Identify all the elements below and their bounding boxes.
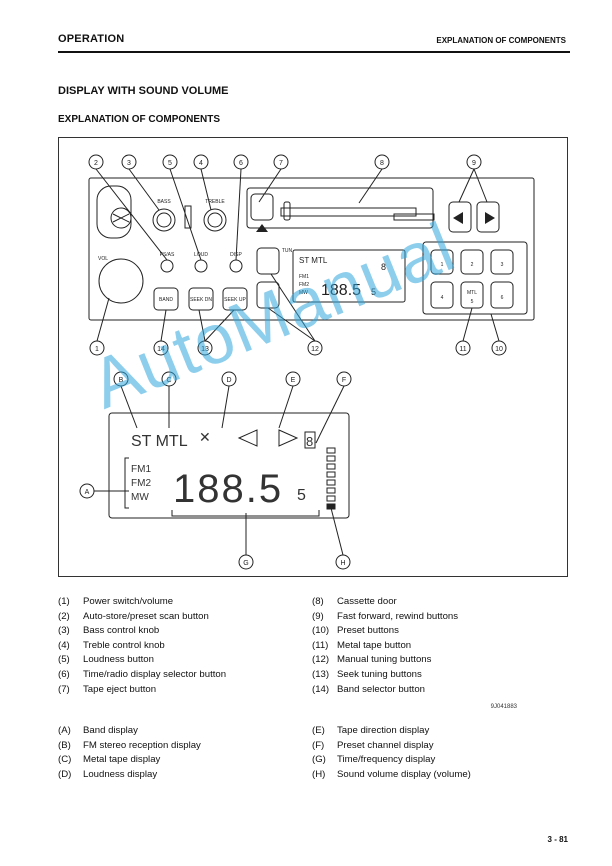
callout-f: F (342, 377, 346, 384)
components-right-list: (8)Cassette door (9)Fast forward, rewind… (312, 595, 458, 697)
callout-h: H (340, 560, 345, 567)
band-label: BAND (159, 297, 173, 303)
list-item: (11)Metal tape button (312, 639, 412, 651)
list-item: (A)Band display (58, 725, 138, 736)
callout-d: D (226, 377, 231, 384)
small-lcd-preset: 8 (381, 262, 386, 272)
callout-a: A (85, 489, 90, 496)
psas-label: PS/AS (160, 252, 175, 258)
list-item: (B)FM stereo reception display (58, 739, 201, 751)
list-item: (13)Seek tuning buttons (312, 668, 422, 680)
list-item: (H)Sound volume display (volume) (312, 768, 471, 780)
loud-label: LOUD (194, 252, 208, 258)
vol-label: VOL (98, 256, 108, 262)
big-lcd-preset: 8 (306, 434, 313, 449)
disp-label: DISP (230, 252, 242, 258)
preset-3: 3 (501, 262, 504, 268)
callout-8: 8 (380, 160, 384, 167)
page-number: 3 - 81 (547, 835, 568, 844)
mtl-label: MTL (467, 290, 477, 296)
small-lcd-stmtl: ST MTL (299, 256, 328, 265)
preset-6: 6 (501, 295, 504, 301)
header-rule (58, 51, 570, 53)
callout-6: 6 (239, 160, 243, 167)
callout-4: 4 (199, 160, 203, 167)
small-lcd-fm2: FM2 (299, 282, 309, 288)
small-lcd-freq-small: 5 (371, 287, 376, 297)
list-item: (C)Metal tape display (58, 754, 161, 766)
list-item: (D)Loudness display (58, 768, 158, 780)
callout-3: 3 (127, 160, 131, 167)
header-chapter: EXPLANATION OF COMPONENTS (436, 36, 566, 45)
list-item: (10)Preset buttons (312, 625, 399, 637)
big-lcd-fm1: FM1 (131, 464, 151, 475)
preset-5: 5 (471, 299, 474, 305)
big-lcd-freq-small: 5 (297, 487, 306, 504)
list-item: (F)Preset channel display (312, 739, 434, 751)
seek-up-label: SEEK UP (224, 297, 246, 303)
displays-right-list: (E)Tape direction display (F)Preset chan… (312, 724, 471, 782)
callout-2: 2 (94, 160, 98, 167)
header-section: OPERATION (58, 33, 125, 45)
treble-label: TREBLE (205, 199, 225, 205)
radio-figure: 2 3 5 4 6 7 8 9 1 14 13 12 11 10 A B C D… (58, 137, 568, 710)
list-item: (3)Bass control knob (58, 625, 160, 637)
list-item: (1)Power switch/volume (58, 596, 174, 607)
list-item: (2)Auto-store/preset scan button (58, 610, 209, 622)
callout-row-top (88, 154, 482, 170)
callout-c: C (166, 377, 171, 384)
list-item: (12)Manual tuning buttons (312, 654, 432, 666)
page-title: DISPLAY WITH SOUND VOLUME (58, 85, 229, 97)
bass-label: BASS (157, 199, 171, 205)
seek-dn-label: SEEK DN (190, 297, 212, 303)
small-lcd-freq: 188.5 (321, 282, 361, 299)
callout-14: 14 (157, 346, 165, 353)
callout-13: 13 (201, 346, 209, 353)
section-subtitle: EXPLANATION OF COMPONENTS (58, 114, 221, 125)
preset-1: 1 (441, 262, 444, 268)
loudness-icon: ✕ (199, 429, 211, 445)
callout-5: 5 (168, 160, 172, 167)
tun-label: TUN (282, 248, 293, 254)
callout-b: B (119, 377, 124, 384)
list-item: (6)Time/radio display selector button (58, 668, 227, 680)
list-item: (E)Tape direction display (312, 725, 430, 736)
callout-1: 1 (95, 346, 99, 353)
small-lcd-fm1: FM1 (299, 274, 309, 280)
small-lcd-mw: MW (299, 290, 308, 296)
callout-12: 12 (311, 346, 319, 353)
callout-e: E (291, 377, 296, 384)
list-item: (4)Treble control knob (58, 639, 165, 651)
big-lcd-mw: MW (131, 492, 149, 503)
callout-7: 7 (279, 160, 283, 167)
big-lcd-fm2: FM2 (131, 478, 151, 489)
list-item: (G)Time/frequency display (312, 754, 436, 766)
big-lcd-stmtl: ST MTL (131, 433, 188, 450)
volume-bars (326, 447, 336, 510)
components-left-list: (1)Power switch/volume (2)Auto-store/pre… (58, 595, 226, 697)
list-item: (9)Fast forward, rewind buttons (312, 610, 459, 622)
callout-g: G (243, 560, 248, 567)
preset-4: 4 (441, 295, 444, 301)
list-item: (5)Loudness button (58, 654, 154, 666)
list-item: (14)Band selector button (312, 683, 426, 695)
list-item: (7)Tape eject button (58, 683, 157, 695)
figure-code: 9J041883 (490, 704, 517, 710)
callout-11: 11 (459, 346, 466, 353)
list-item: (8)Cassette door (312, 596, 397, 607)
radio-diagram: 2 3 5 4 6 7 8 9 1 14 13 12 11 10 A B C D… (79, 154, 535, 570)
callout-9: 9 (472, 160, 476, 167)
displays-left-list: (A)Band display (B)FM stereo reception d… (58, 724, 201, 782)
preset-2: 2 (471, 262, 474, 268)
big-lcd-freq: 188.5 (173, 467, 283, 511)
callout-10: 10 (495, 346, 503, 353)
